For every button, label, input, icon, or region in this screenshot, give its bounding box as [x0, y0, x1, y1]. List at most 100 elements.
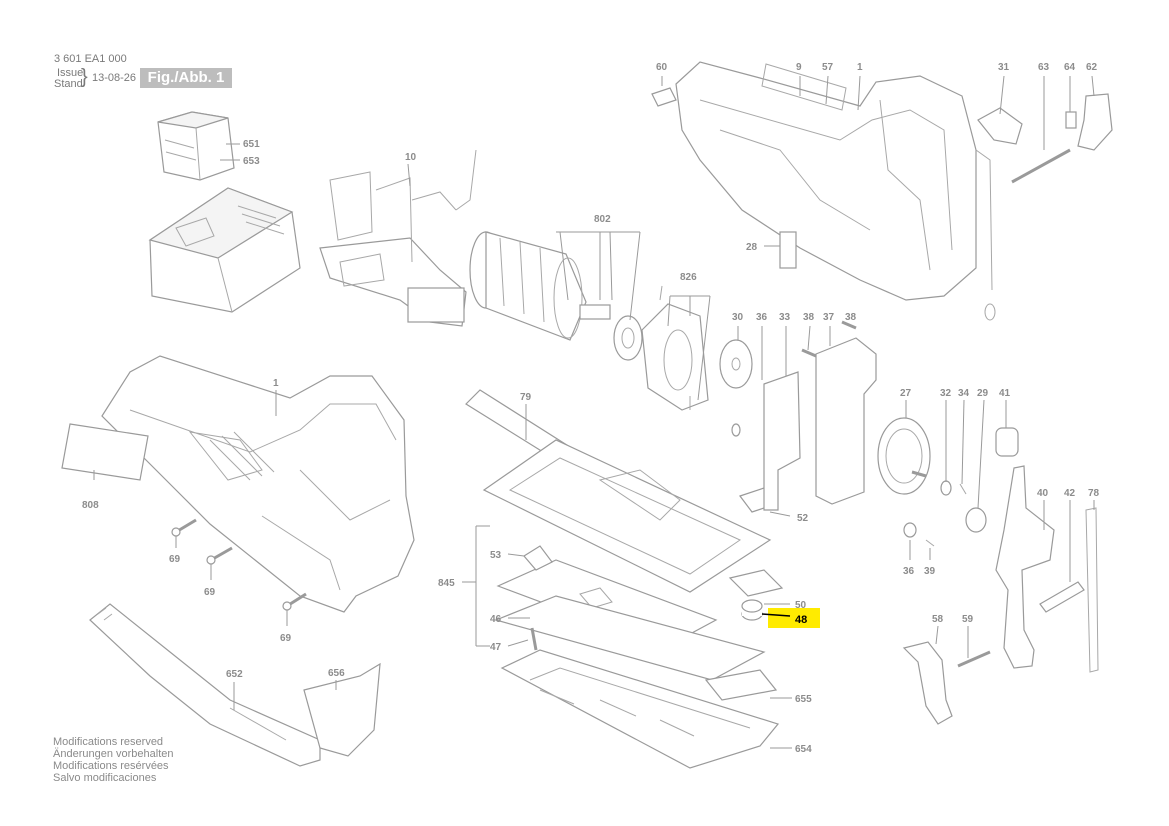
ring-32-drawing [940, 480, 952, 496]
label-29: 29 [977, 388, 989, 399]
pin-38-left-drawing [801, 348, 817, 358]
label-41: 41 [999, 388, 1011, 399]
label-50: 50 [795, 600, 807, 611]
label-826: 826 [680, 272, 697, 283]
pin-59-drawing [957, 650, 991, 668]
part-48-highlighted-drawing [741, 599, 763, 621]
label-59: 59 [962, 614, 974, 625]
label-63: 63 [1038, 62, 1050, 73]
label-78: 78 [1088, 488, 1100, 499]
label-845: 845 [438, 578, 455, 589]
label-47: 47 [490, 642, 502, 653]
footer-line-fr: Modifications resérvées [53, 760, 169, 772]
label-653: 653 [243, 156, 260, 167]
label-38-right: 38 [845, 312, 857, 323]
label-1-upper: 1 [857, 62, 863, 73]
label-36-lower: 36 [903, 566, 915, 577]
part-31-drawing [977, 107, 1023, 145]
label-62: 62 [1086, 62, 1098, 73]
label-651: 651 [243, 139, 260, 150]
label-60: 60 [656, 62, 668, 73]
charger-drawing [148, 187, 301, 313]
clip-60-drawing [651, 87, 677, 107]
label-10: 10 [405, 152, 417, 163]
switch-assembly-drawing [319, 149, 477, 327]
label-69-c: 69 [280, 633, 292, 644]
label-53: 53 [490, 550, 502, 561]
label-40: 40 [1037, 488, 1049, 499]
lever-58-drawing [902, 641, 953, 725]
leader-48 [761, 613, 791, 617]
label-39: 39 [924, 566, 936, 577]
bush-29-drawing [965, 507, 987, 533]
footer-notes: Modifications reserved Änderungen vorbeh… [53, 736, 173, 784]
pin-38-right-drawing [841, 320, 857, 330]
brace-glyph: } [81, 66, 88, 88]
stand-label: Stand [54, 78, 83, 90]
leader-lines [93, 75, 1095, 749]
roller-41-drawing [995, 427, 1019, 457]
washer-30-drawing [719, 339, 753, 389]
label-69-b: 69 [204, 587, 216, 598]
label-1-lower: 1 [273, 378, 279, 389]
guide-37-drawing [815, 337, 877, 505]
label-654: 654 [795, 744, 812, 755]
clip-39-drawing [925, 539, 935, 547]
label-656: 656 [328, 668, 345, 679]
issue-date: 13-08-26 [92, 72, 137, 84]
label-42: 42 [1064, 488, 1076, 499]
label-30: 30 [732, 312, 744, 323]
label-58: 58 [932, 614, 944, 625]
footer-line-de: Änderungen vorbehalten [53, 748, 174, 760]
label-37: 37 [823, 312, 835, 323]
spring-42-drawing [1039, 581, 1085, 613]
pin-63-drawing [1011, 148, 1071, 184]
label-27: 27 [900, 388, 912, 399]
part-28-drawing [779, 231, 797, 269]
label-808: 808 [82, 500, 99, 511]
highlight-box-48 [768, 608, 820, 628]
footer-line-es: Salvo modificaciones [53, 772, 157, 784]
motor-drawing [469, 231, 643, 361]
label-9: 9 [796, 62, 802, 73]
label-69-a: 69 [169, 554, 181, 565]
gear-housing-drawing [641, 285, 709, 411]
part-64-drawing [1065, 111, 1077, 129]
issue-label: Issue [57, 67, 84, 79]
label-48-highlighted: 48 [795, 614, 807, 626]
washer-36-lower-drawing [903, 522, 917, 538]
label-57: 57 [822, 62, 834, 73]
label-808-drawing [61, 423, 149, 481]
battery-pack-drawing [157, 111, 235, 181]
label-28: 28 [746, 242, 758, 253]
label-34: 34 [958, 388, 970, 399]
housing-half-lower-drawing [101, 355, 415, 613]
clip-34-drawing [959, 483, 967, 495]
part-labels: 651 653 10 802 826 60 9 57 1 31 63 64 62… [82, 62, 1100, 755]
label-802: 802 [594, 214, 611, 225]
doc-number: 3 601 EA1 000 [54, 53, 127, 65]
label-36-upper: 36 [756, 312, 768, 323]
footer-line-en: Modifications reserved [53, 736, 164, 748]
label-32: 32 [940, 388, 952, 399]
guard-656-drawing [303, 662, 381, 757]
housing-half-upper-drawing [675, 61, 996, 321]
plate-33-drawing [763, 371, 801, 511]
dust-adapter-652-drawing [89, 603, 321, 767]
part-62-drawing [1077, 93, 1113, 151]
lever-40-drawing [995, 465, 1055, 669]
label-38-left: 38 [803, 312, 815, 323]
label-79: 79 [520, 392, 532, 403]
rod-78-drawing [1085, 507, 1099, 673]
base-plate-assembly-drawing [482, 439, 784, 769]
gear-27-drawing [877, 417, 931, 495]
label-52: 52 [797, 513, 809, 524]
label-46: 46 [490, 614, 502, 625]
label-33: 33 [779, 312, 791, 323]
washer-36-upper-drawing [731, 423, 741, 437]
label-652: 652 [226, 669, 243, 680]
label-31: 31 [998, 62, 1010, 73]
label-64: 64 [1064, 62, 1076, 73]
